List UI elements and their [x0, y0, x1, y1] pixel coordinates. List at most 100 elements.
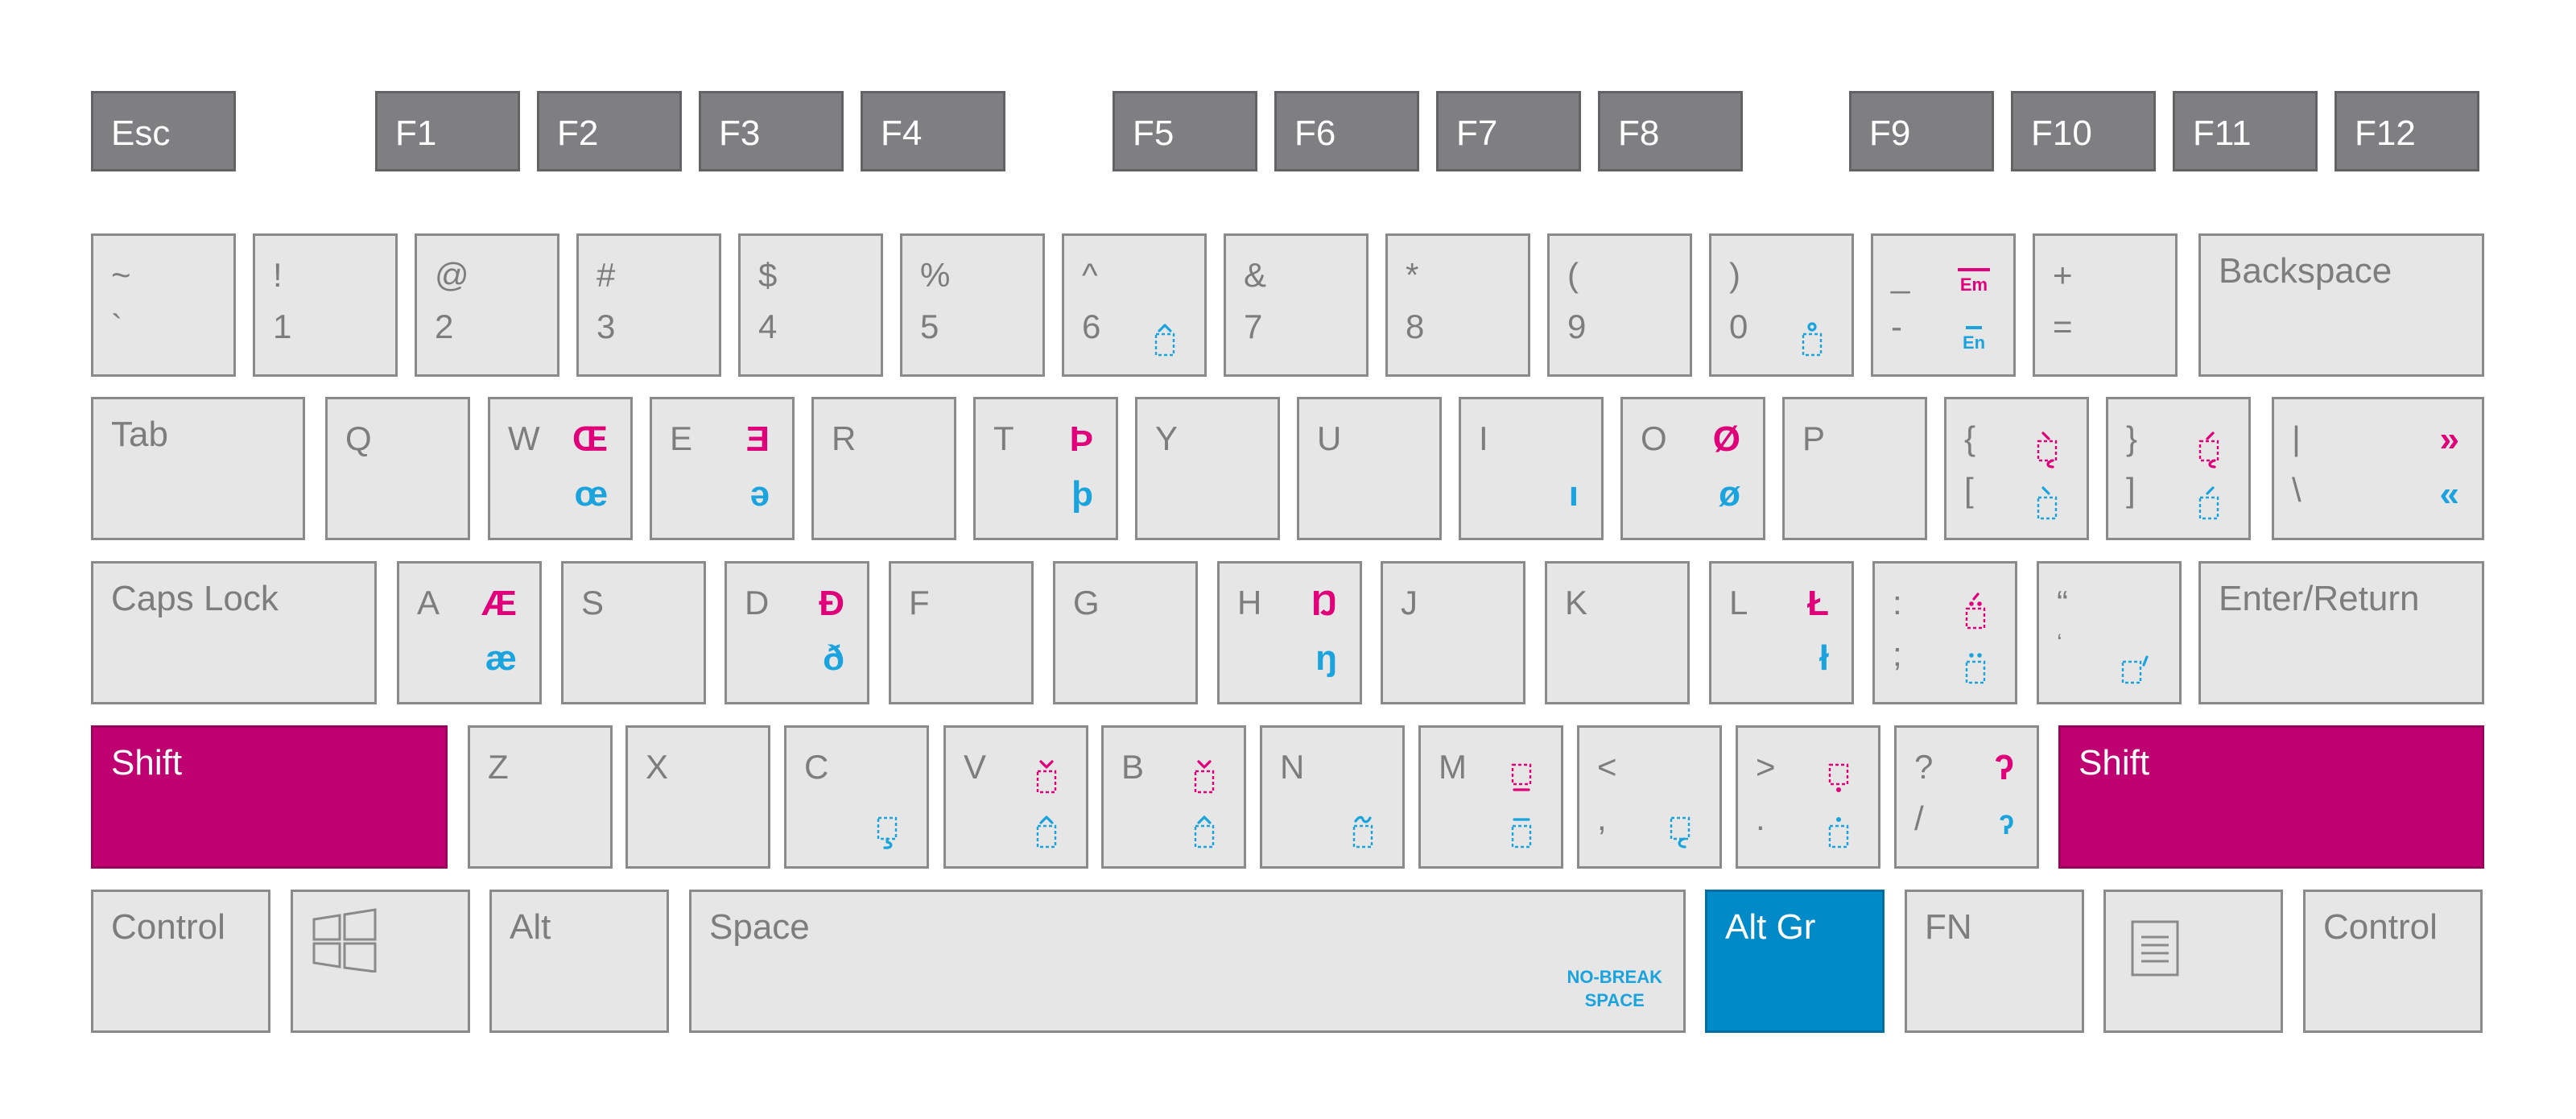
key-quote[interactable]: “ ‘: [2037, 561, 2182, 704]
key-1[interactable]: ! 1: [253, 233, 398, 377]
key-enter[interactable]: Enter/Return: [2198, 561, 2484, 704]
key-period[interactable]: > .: [1736, 725, 1880, 869]
key-f11[interactable]: F11: [2173, 91, 2318, 171]
key-f10[interactable]: F10: [2011, 91, 2156, 171]
key-f[interactable]: F: [889, 561, 1034, 704]
altgr-char: ŋ: [1315, 638, 1337, 678]
cedilla-icon: [875, 815, 899, 849]
key-o[interactable]: O Ø ø: [1620, 397, 1765, 540]
key-q[interactable]: Q: [325, 397, 470, 540]
key-d[interactable]: D Đ ð: [724, 561, 869, 704]
key-windows[interactable]: [291, 890, 470, 1033]
key-w[interactable]: W Œ œ: [488, 397, 633, 540]
key-base-char: .: [1756, 799, 1765, 837]
key-letter: R: [832, 419, 857, 457]
altgr-char: ə: [749, 474, 770, 514]
key-h[interactable]: H Ŋ ŋ: [1217, 561, 1362, 704]
key-label: F5: [1133, 114, 1174, 153]
key-7[interactable]: & 7: [1224, 233, 1368, 377]
key-control-right[interactable]: Control: [2303, 890, 2483, 1033]
key-p[interactable]: P: [1782, 397, 1927, 540]
key-alt[interactable]: Alt: [489, 890, 669, 1033]
key-comma[interactable]: < ,: [1577, 725, 1722, 869]
key-k[interactable]: K: [1545, 561, 1690, 704]
altgr-char: ł: [1818, 638, 1829, 678]
key-a[interactable]: A Æ æ: [397, 561, 542, 704]
key-base-char: ]: [2126, 471, 2136, 509]
key-f9[interactable]: F9: [1849, 91, 1994, 171]
key-u[interactable]: U: [1297, 397, 1442, 540]
key-equals[interactable]: + =: [2033, 233, 2178, 377]
key-b[interactable]: B: [1101, 725, 1246, 869]
key-f2[interactable]: F2: [537, 91, 682, 171]
key-base-char: 5: [920, 308, 939, 345]
key-8[interactable]: * 8: [1385, 233, 1530, 377]
key-9[interactable]: ( 9: [1547, 233, 1692, 377]
key-f6[interactable]: F6: [1274, 91, 1419, 171]
key-letter: H: [1237, 584, 1262, 621]
em-dash-indicator: Em: [1955, 268, 1992, 294]
key-j[interactable]: J: [1381, 561, 1525, 704]
key-shift-right[interactable]: Shift: [2058, 725, 2484, 869]
key-esc[interactable]: Esc: [91, 91, 236, 171]
key-e[interactable]: E Ǝ ə: [650, 397, 795, 540]
key-label: Backspace: [2219, 251, 2392, 291]
key-menu[interactable]: [2103, 890, 2283, 1033]
key-g[interactable]: G: [1053, 561, 1198, 704]
key-letter: W: [508, 419, 540, 457]
key-left-bracket[interactable]: { [: [1944, 397, 2089, 540]
key-space[interactable]: Space NO-BREAK SPACE: [689, 890, 1686, 1033]
key-letter: J: [1401, 584, 1418, 621]
key-backslash[interactable]: | \ » «: [2272, 397, 2484, 540]
key-shift-char: “: [2057, 584, 2068, 621]
key-tilde[interactable]: ~ `: [91, 233, 236, 377]
key-alt-gr[interactable]: Alt Gr: [1705, 890, 1885, 1033]
key-letter: V: [964, 748, 987, 786]
key-f4[interactable]: F4: [861, 91, 1005, 171]
key-v[interactable]: V: [943, 725, 1088, 869]
key-x[interactable]: X: [625, 725, 770, 869]
key-f5[interactable]: F5: [1113, 91, 1257, 171]
key-f1[interactable]: F1: [375, 91, 520, 171]
key-fn[interactable]: FN: [1905, 890, 2084, 1033]
key-f7[interactable]: F7: [1436, 91, 1581, 171]
key-0[interactable]: ) 0: [1709, 233, 1854, 377]
key-6[interactable]: ^ 6: [1062, 233, 1207, 377]
key-s[interactable]: S: [561, 561, 706, 704]
key-label: F11: [2193, 114, 2252, 153]
key-c[interactable]: C: [784, 725, 929, 869]
key-shift-char: ?: [1914, 748, 1934, 786]
key-5[interactable]: % 5: [900, 233, 1045, 377]
key-y[interactable]: Y: [1135, 397, 1280, 540]
key-shift-left[interactable]: Shift: [91, 725, 448, 869]
key-3[interactable]: # 3: [576, 233, 721, 377]
key-base-char: 0: [1729, 308, 1748, 345]
key-label: Shift: [2079, 743, 2150, 782]
key-letter: I: [1479, 419, 1488, 457]
key-shift-char: *: [1406, 256, 1419, 294]
key-f12[interactable]: F12: [2334, 91, 2479, 171]
key-l[interactable]: L Ł ł: [1709, 561, 1854, 704]
key-backspace[interactable]: Backspace: [2198, 233, 2484, 377]
key-semicolon[interactable]: : ;: [1872, 561, 2017, 704]
key-t[interactable]: T Þ þ: [973, 397, 1118, 540]
key-letter: K: [1565, 584, 1588, 621]
key-n[interactable]: N: [1260, 725, 1405, 869]
key-f3[interactable]: F3: [699, 91, 844, 171]
key-i[interactable]: I ı: [1459, 397, 1604, 540]
key-4[interactable]: $ 4: [738, 233, 883, 377]
key-control-left[interactable]: Control: [91, 890, 270, 1033]
key-caps-lock[interactable]: Caps Lock: [91, 561, 377, 704]
key-tab[interactable]: Tab: [91, 397, 305, 540]
key-f8[interactable]: F8: [1598, 91, 1743, 171]
key-right-bracket[interactable]: } ]: [2106, 397, 2251, 540]
key-base-char: 8: [1406, 308, 1425, 345]
key-z[interactable]: Z: [468, 725, 613, 869]
key-shift-char: ~: [111, 256, 131, 294]
key-slash[interactable]: ? / ʔ ʔ: [1894, 725, 2039, 869]
key-r[interactable]: R: [811, 397, 956, 540]
apostrophe-modifier-icon: [2121, 650, 2149, 684]
key-m[interactable]: M: [1418, 725, 1563, 869]
key-2[interactable]: @ 2: [415, 233, 559, 377]
key-minus[interactable]: _ - Em En: [1871, 233, 2016, 377]
